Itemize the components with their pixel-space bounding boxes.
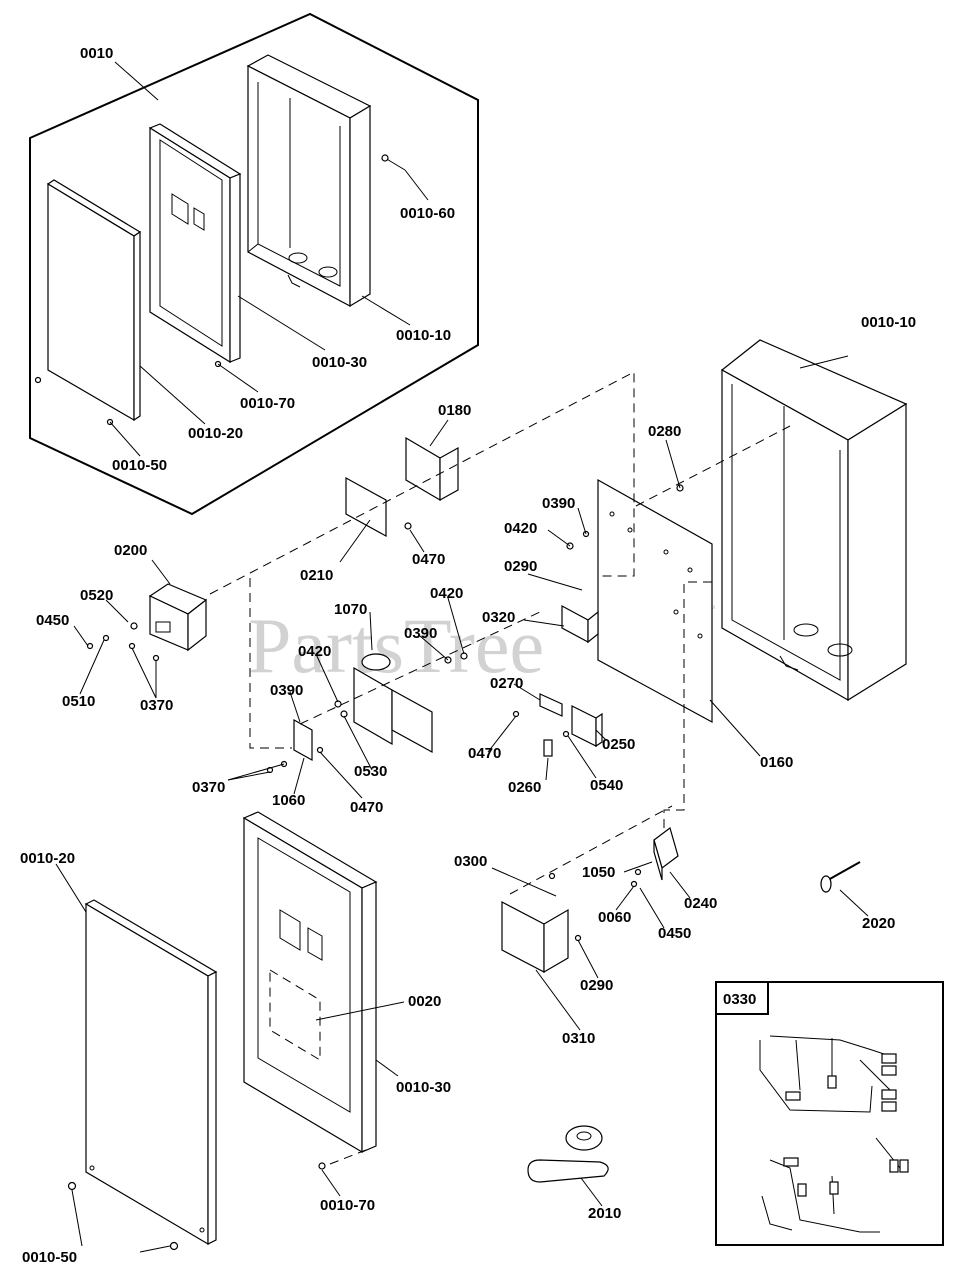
screw-0010-60 — [381, 154, 406, 171]
callout-0390-c: 0390 — [270, 682, 303, 699]
screw-0010-50-bottom-a — [67, 1181, 77, 1191]
assembly-dash-lines — [209, 371, 791, 895]
callout-0470-b: 0470 — [468, 745, 501, 762]
enclosure-box-small — [246, 54, 372, 308]
callout-0010-30-top: 0010-30 — [312, 354, 367, 371]
kit-0010-outline — [29, 12, 479, 516]
screw-0010-50-bottom-b — [169, 1241, 179, 1251]
callout-0010-20-top: 0010-20 — [188, 425, 243, 442]
leaders-center — [73, 355, 869, 1031]
bracket-1060 — [293, 718, 313, 762]
callout-0390-a: 0390 — [542, 495, 575, 512]
callout-2020: 2020 — [862, 915, 895, 932]
callout-0450-a: 0450 — [36, 612, 69, 629]
callout-0450-b: 0450 — [658, 925, 691, 942]
callout-0290-b: 0290 — [580, 977, 613, 994]
back-panel — [597, 478, 713, 724]
callout-1070: 1070 — [334, 601, 367, 618]
current-transformer-2010 — [527, 1125, 609, 1183]
callout-0510: 0510 — [62, 693, 95, 710]
callout-0530: 0530 — [354, 763, 387, 780]
callout-0060: 0060 — [598, 909, 631, 926]
callout-0010-60: 0010-60 — [400, 205, 455, 222]
callout-0250: 0250 — [602, 736, 635, 753]
enclosure-box-large — [720, 339, 908, 702]
callout-0010-30-bottom: 0010-30 — [396, 1079, 451, 1096]
callout-0420-a: 0420 — [504, 520, 537, 537]
callout-0010-20-bottom: 0010-20 — [20, 850, 75, 867]
bracket-0180 — [405, 436, 459, 502]
callout-0180: 0180 — [438, 402, 471, 419]
callout-0210: 0210 — [300, 567, 333, 584]
callout-0420-c: 0420 — [298, 643, 331, 660]
callout-0010: 0010 — [80, 45, 113, 62]
screw-2020 — [820, 861, 861, 893]
leaders-bottom — [55, 863, 603, 1253]
callout-0310: 0310 — [562, 1030, 595, 1047]
relay-0200 — [148, 583, 208, 652]
callout-0010-50-bottom: 0010-50 — [22, 1249, 77, 1266]
relay-0320 — [561, 604, 599, 644]
callout-0290-a: 0290 — [504, 558, 537, 575]
callout-0470-c: 0470 — [350, 799, 383, 816]
connector-0240 — [653, 826, 679, 881]
callout-0320: 0320 — [482, 609, 515, 626]
callout-0300: 0300 — [454, 853, 487, 870]
callout-0160: 0160 — [760, 754, 793, 771]
leaders-top-kit — [109, 61, 429, 457]
callout-2010: 2010 — [588, 1205, 621, 1222]
cover-frame-large — [242, 811, 378, 1154]
callout-0020: 0020 — [408, 993, 441, 1010]
callout-0260: 0260 — [508, 779, 541, 796]
door-panel-small — [46, 179, 142, 422]
harness-box-0330 — [715, 981, 944, 1246]
callout-0010-70-top: 0010-70 — [240, 395, 295, 412]
controller-1070 — [353, 653, 433, 754]
plate-0210 — [345, 476, 387, 538]
callout-0470-a: 0470 — [412, 551, 445, 568]
callout-0010-70-bottom: 0010-70 — [320, 1197, 375, 1214]
callout-1060: 1060 — [272, 792, 305, 809]
watermark-text: PartsTree — [248, 602, 544, 689]
terminal-block-0250 — [571, 705, 603, 748]
screw-0010-70-bottom — [318, 1162, 326, 1170]
callout-0330: 0330 — [723, 991, 756, 1008]
cover-frame-small — [148, 123, 242, 364]
terminal-0270 — [539, 693, 563, 717]
door-panel-large — [84, 899, 218, 1246]
fuse-0260 — [543, 739, 553, 757]
callout-0010-10-right: 0010-10 — [861, 314, 916, 331]
callout-0240: 0240 — [684, 895, 717, 912]
callout-0010-50-top: 0010-50 — [112, 457, 167, 474]
callout-0520: 0520 — [80, 587, 113, 604]
callout-0270: 0270 — [490, 675, 523, 692]
callout-0370-b: 0370 — [192, 779, 225, 796]
callout-0420-b: 0420 — [430, 585, 463, 602]
callout-0540: 0540 — [590, 777, 623, 794]
pcb-0310 — [501, 901, 569, 974]
callout-0370-a: 0370 — [140, 697, 173, 714]
screw-0010-50-top-a — [34, 376, 42, 384]
callout-0200: 0200 — [114, 542, 147, 559]
callout-labels: 0010 0010-60 0010-10 0010-30 0010-70 001… — [20, 45, 916, 1266]
callout-0390-b: 0390 — [404, 625, 437, 642]
callout-1050: 1050 — [582, 864, 615, 881]
callout-0280: 0280 — [648, 423, 681, 440]
callout-0010-10-top: 0010-10 — [396, 327, 451, 344]
dash-0010-70-bottom — [329, 1149, 367, 1165]
